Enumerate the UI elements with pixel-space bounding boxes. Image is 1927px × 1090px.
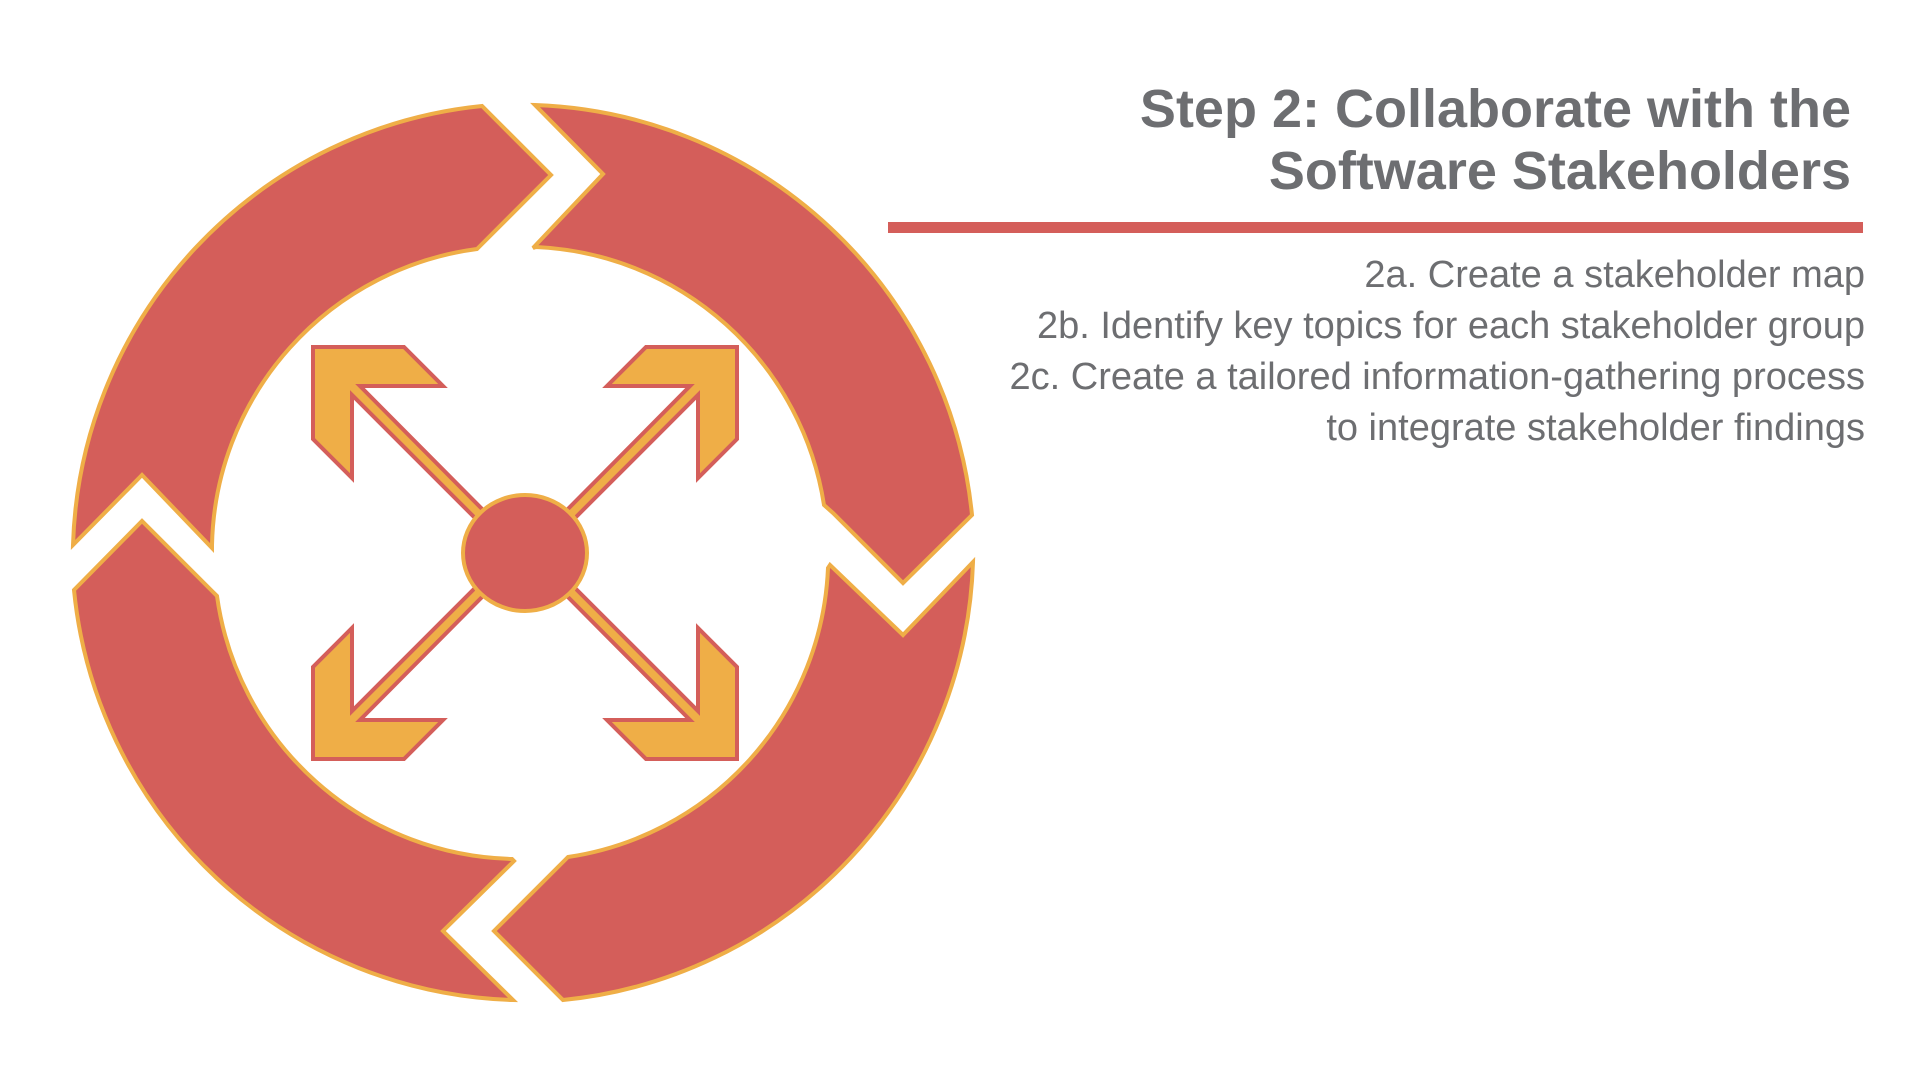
cycle-arrow-top-left [70, 103, 554, 553]
step-2c: 2c. Create a tailored information-gather… [1009, 356, 1865, 398]
step-list: 2a. Create a stakeholder map 2b. Identif… [865, 250, 1865, 454]
center-hub [461, 493, 589, 613]
expand-arrow-down-right [554, 575, 739, 761]
slide-title: Step 2: Collaborate with the Software St… [851, 78, 1851, 202]
expand-arrow-up-left [311, 345, 496, 531]
cycle-arrow-bottom-left [71, 518, 519, 1003]
step-2a: 2a. Create a stakeholder map [1364, 254, 1865, 296]
title-divider [888, 222, 1863, 233]
expand-arrow-down-left [311, 575, 496, 761]
title-line-1: Step 2: Collaborate with the [1139, 79, 1851, 139]
cycle-arrow-top-right [530, 102, 975, 586]
circular-arrows-icon [70, 102, 976, 1003]
cycle-arrow-bottom-right [491, 556, 976, 1003]
step-2b: 2b. Identify key topics for each stakeho… [1036, 305, 1865, 347]
step-2c-continued: to integrate stakeholder findings [1326, 407, 1865, 449]
cycle-diagram [70, 102, 976, 1003]
expand-arrow-up-right [554, 345, 739, 531]
four-way-expand-arrows-icon [311, 345, 739, 761]
title-line-2: Software Stakeholders [1268, 141, 1851, 201]
